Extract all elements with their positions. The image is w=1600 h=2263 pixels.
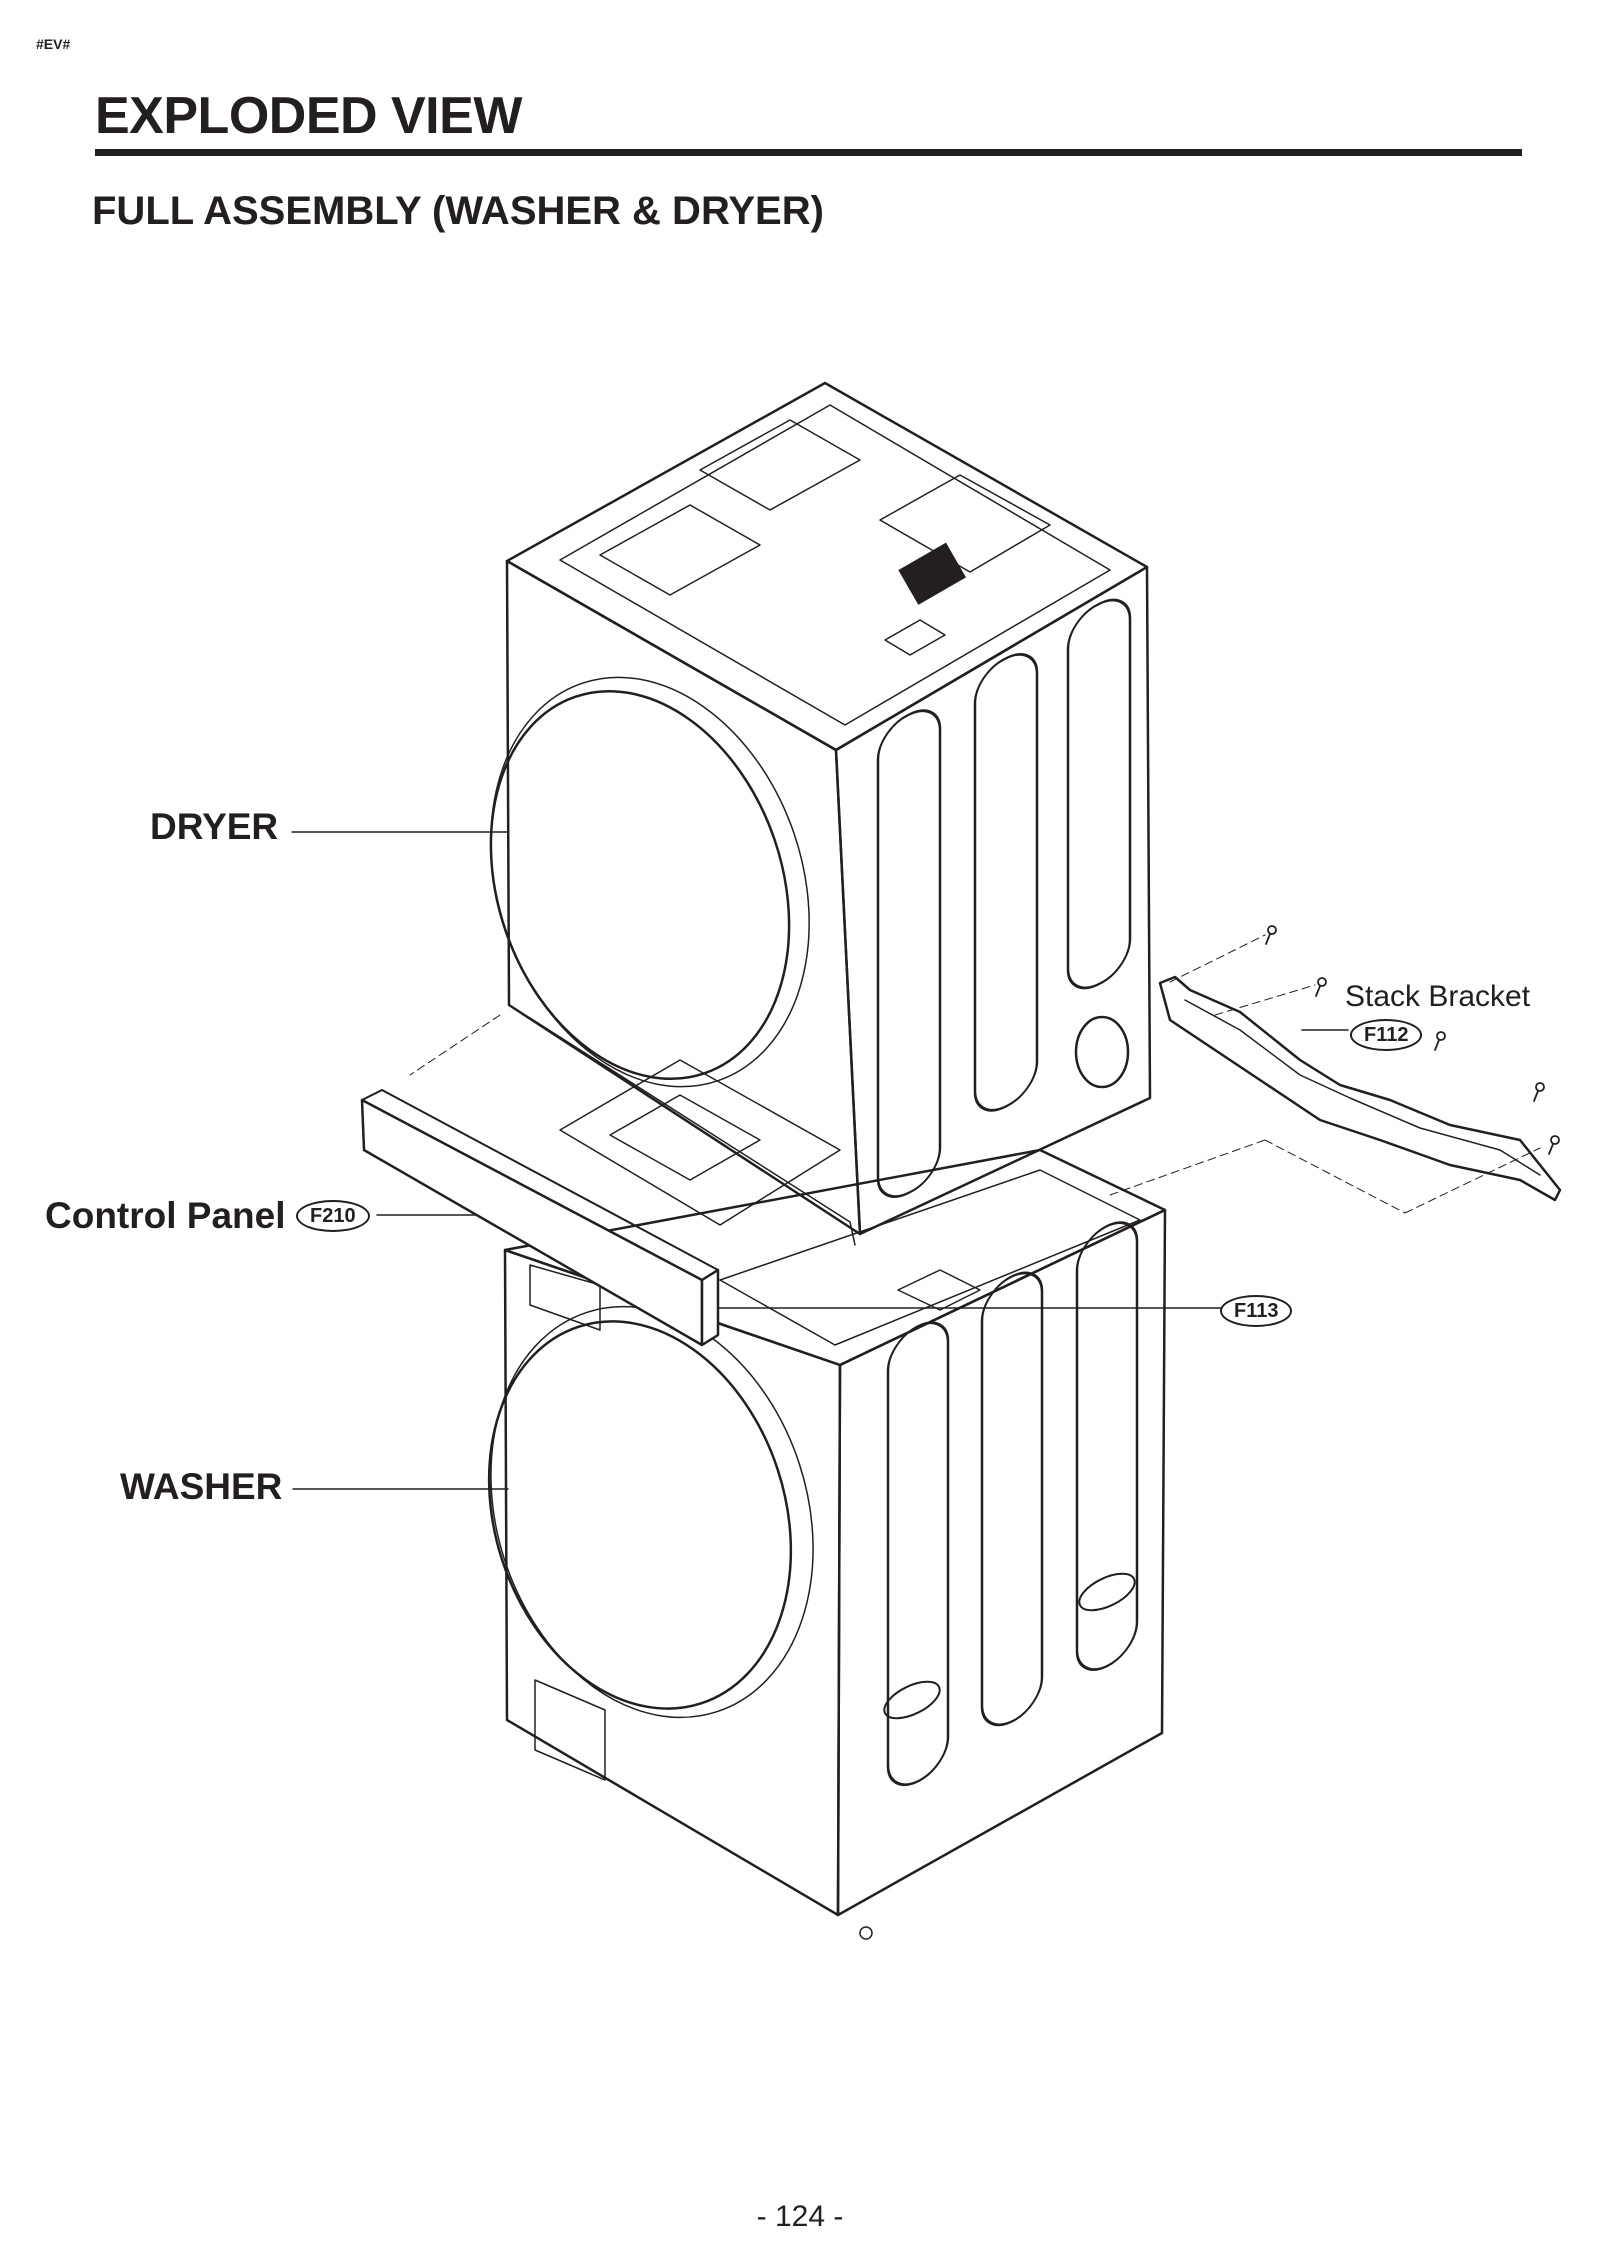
- washer-unit: [487, 1148, 1167, 1940]
- stack-bracket-part: [1158, 925, 1562, 1202]
- dryer-unit: [489, 381, 1152, 1246]
- dryer-side-panel-2: [973, 653, 1039, 1112]
- dryer-label: DRYER: [150, 806, 279, 847]
- dryer-front: [505, 559, 862, 1236]
- shelf-part-code: F113: [1220, 1295, 1293, 1327]
- document-marker: #EV#: [36, 36, 71, 52]
- dryer-side-panel-1: [876, 709, 942, 1198]
- washer-side-panel-1: [886, 1321, 950, 1787]
- title-rule: [95, 149, 1522, 156]
- control-panel-part: [360, 1059, 841, 1347]
- washer-label: WASHER: [120, 1466, 283, 1507]
- dryer-door: [489, 689, 791, 1081]
- bracket-guide-lines: [409, 934, 1541, 1214]
- washer-door: [487, 1320, 793, 1710]
- page-number: - 124 -: [756, 2200, 844, 2233]
- stack-bracket-part-code: F112: [1350, 1019, 1423, 1051]
- dryer-top: [505, 381, 1149, 752]
- dryer-side: [834, 565, 1152, 1236]
- stack-bracket-label: Stack Bracket: [1345, 980, 1531, 1013]
- washer-side-panel-2: [980, 1271, 1044, 1727]
- washer-side: [836, 1208, 1167, 1917]
- page-subtitle: FULL ASSEMBLY (WASHER & DRYER): [92, 189, 824, 233]
- dryer-side-panel-3: [1066, 598, 1132, 990]
- control-panel-part-code: F210: [296, 1200, 370, 1232]
- dryer-vent: [1074, 1015, 1130, 1089]
- washer-side-panel-3: [1075, 1221, 1139, 1671]
- page-title: EXPLODED VIEW: [95, 87, 522, 145]
- control-panel-label: Control Panel: [45, 1195, 286, 1236]
